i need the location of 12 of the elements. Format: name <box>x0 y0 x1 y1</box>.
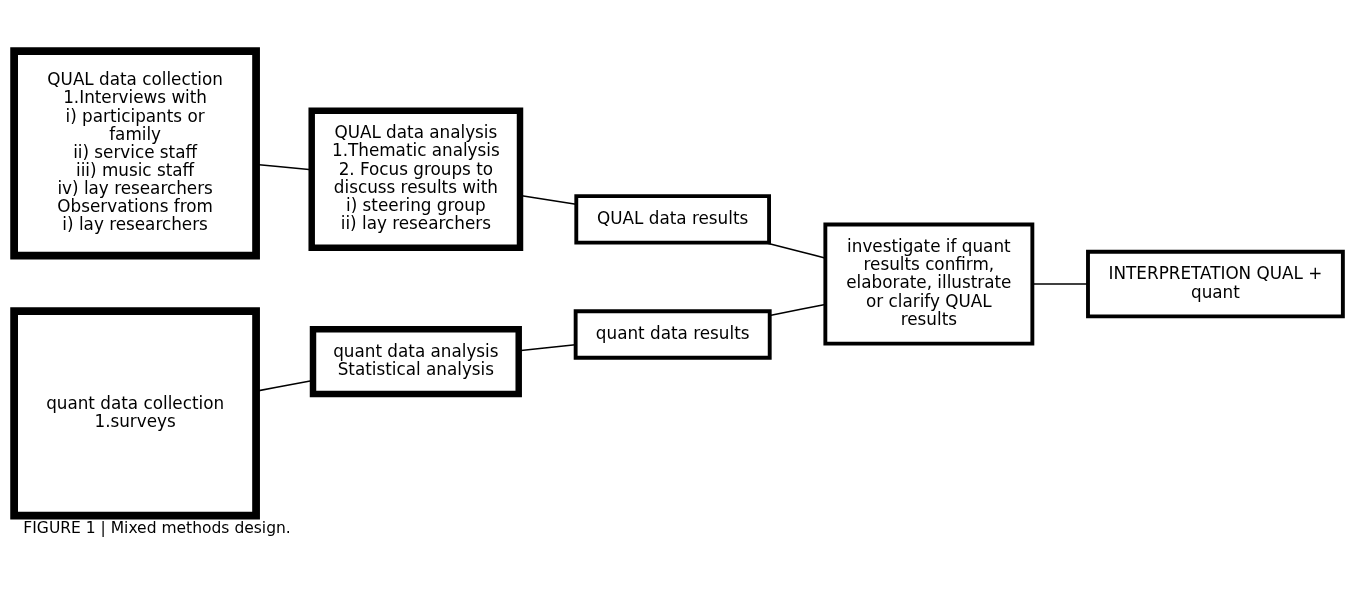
connector <box>769 303 826 317</box>
node-box: QUAL data collection 1.Interviews with i) participants or family ii) service staff iii) music staff iv) lay researchers Observations from i) lay researchers <box>10 47 260 260</box>
node-box: INTERPRETATION QUAL + quant <box>1086 249 1345 319</box>
node-box: quant data results <box>573 309 772 360</box>
node-box: QUAL data results <box>574 194 771 245</box>
node-box: QUAL data analysis 1.Thematic analysis 2. Focus groups to discuss results with i) steering group ii) lay researchers <box>308 107 524 252</box>
connector <box>764 241 826 259</box>
node-box: quant data analysis Statistical analysis <box>309 326 522 398</box>
node-box: quant data collection 1.surveys <box>10 307 260 520</box>
caption: FIGURE 1 | Mixed methods design. <box>23 519 291 538</box>
node-box: investigate if quant results confirm, elaborate, illustrate or clarify QUAL results <box>823 222 1035 346</box>
connector <box>1031 283 1089 285</box>
